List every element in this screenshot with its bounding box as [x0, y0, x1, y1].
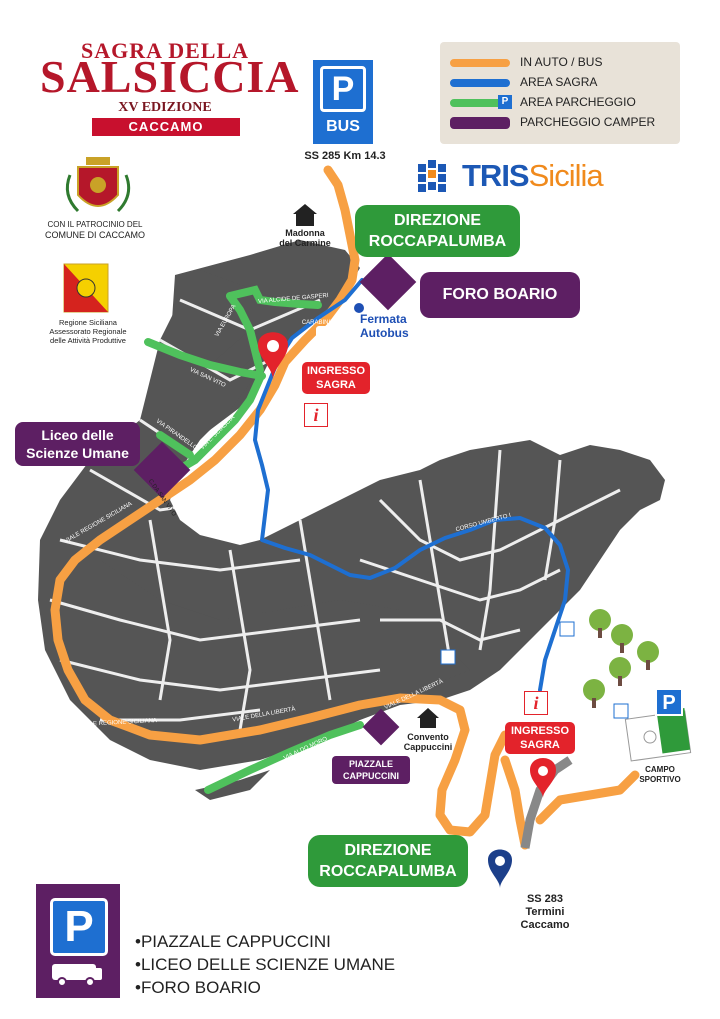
legend-item: P AREA PARCHEGGIO — [450, 94, 675, 112]
tree-icons — [583, 609, 659, 708]
parking-icon: P — [498, 95, 512, 109]
carabinieri-label: CARABINIERI — [301, 320, 341, 326]
sports-field-icon — [624, 708, 692, 762]
legend-item: IN AUTO / BUS — [450, 54, 675, 72]
ss285-label: SS 285 Km 14.3 — [304, 150, 386, 162]
list-item: •FORO BOARIO — [135, 978, 261, 997]
legend-swatch — [450, 117, 510, 129]
parking-routes — [144, 285, 364, 794]
carabinieri-icon — [316, 326, 334, 342]
legend-label: IN AUTO / BUS — [520, 55, 603, 69]
legend-swatch — [450, 99, 510, 107]
svg-text:P: P — [662, 692, 675, 714]
bus-parking-sign: P BUS — [313, 60, 373, 144]
tris-sicilia-logo: TRISSicilia — [416, 158, 656, 196]
tris-cube-icon — [418, 160, 446, 192]
car-route — [50, 165, 640, 850]
title-edition: XV EDIZIONE — [118, 100, 212, 115]
list-item: •LICEO DELLE SCIENZE UMANE — [135, 955, 396, 974]
legend: IN AUTO / BUS AREA SAGRA P AREA PARCHEGG… — [440, 42, 680, 144]
legend-swatch — [450, 59, 510, 67]
legend-item: AREA SAGRA — [450, 74, 675, 92]
legend-label: PARCHEGGIO CAMPER — [520, 115, 656, 129]
comune-patronage-text: CON IL PATROCINIO DEL COMUNE DI CACCAMO — [44, 220, 145, 240]
map-pins — [258, 303, 556, 888]
info-icon: i — [304, 403, 328, 427]
list-item: •PIAZZALE CAPPUCCINI — [135, 932, 331, 951]
parking-icon — [655, 688, 683, 716]
camper-icon — [52, 964, 102, 987]
regione-patronage-text: Regione Siciliana Assessorato Regionale … — [49, 318, 127, 345]
legend-label: AREA SAGRA — [520, 75, 598, 89]
parking-icon: P — [50, 898, 108, 956]
regione-logo-icon — [62, 262, 112, 320]
legend-label: AREA PARCHEGGIO — [520, 95, 636, 109]
camper-parking-sign: P — [36, 884, 120, 998]
title-line2: SALSICCIA — [40, 51, 300, 102]
bus-label: BUS — [326, 118, 360, 135]
comune-crest-icon — [58, 155, 138, 245]
parking-icon: P — [320, 66, 366, 112]
church-icons — [293, 204, 439, 728]
parking-list: •PIAZZALE CAPPUCCINI •LICEO DELLE SCIENZ… — [135, 930, 395, 999]
title-town: CACCAMO — [92, 118, 240, 136]
legend-item: PARCHEGGIO CAMPER — [450, 114, 675, 132]
street-network — [49, 298, 621, 731]
legend-swatch — [450, 79, 510, 87]
foro-boario-label: FORO BOARIO — [420, 272, 580, 318]
info-icon: i — [524, 691, 548, 715]
title-line1: SAGRA DELLA — [80, 38, 250, 63]
festival-route — [253, 278, 570, 692]
toilet-icons — [440, 621, 629, 719]
tris-text: TRISSicilia — [462, 158, 604, 193]
